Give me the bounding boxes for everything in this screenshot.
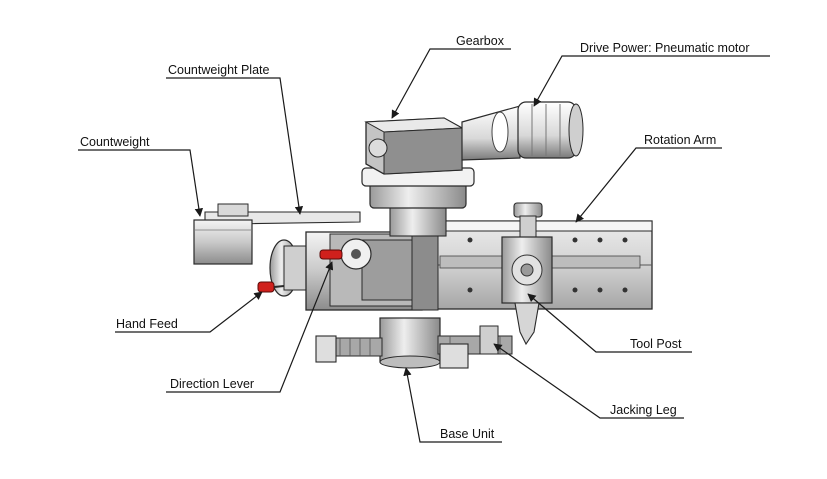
hand-feed-body xyxy=(257,239,307,297)
label-base-unit: Base Unit xyxy=(440,427,495,441)
leader-countweight-plate xyxy=(166,77,304,215)
main-body xyxy=(305,227,439,311)
label-tool-post: Tool Post xyxy=(630,337,682,351)
spindle-collar xyxy=(361,167,475,237)
leader-lines xyxy=(78,48,770,443)
label-drive-power: Drive Power: Pneumatic motor xyxy=(580,41,750,55)
label-countweight-plate: Countweight Plate xyxy=(168,63,270,77)
gearbox-body xyxy=(364,117,464,175)
leader-tool-post xyxy=(527,293,692,353)
direction-lever-body xyxy=(319,238,372,270)
leader-hand-feed xyxy=(115,291,263,333)
label-rotation-arm: Rotation Arm xyxy=(644,133,717,147)
jacking-leg-body xyxy=(315,325,513,369)
tool-post-body xyxy=(501,202,553,346)
leader-jacking-leg xyxy=(493,343,684,419)
base-unit-body xyxy=(379,317,441,369)
label-direction-lever: Direction Lever xyxy=(170,377,255,391)
leader-gearbox xyxy=(391,48,511,119)
label-countweight: Countweight xyxy=(80,135,150,149)
label-gearbox: Gearbox xyxy=(456,34,504,48)
countweight-body xyxy=(193,219,253,265)
pneumatic-motor-body xyxy=(461,101,584,161)
leader-countweight xyxy=(78,149,204,217)
label-hand-feed: Hand Feed xyxy=(116,317,178,331)
leader-drive-power xyxy=(533,55,770,107)
leader-rotation-arm xyxy=(575,147,722,223)
leader-base-unit xyxy=(403,367,502,443)
leader-direction-lever xyxy=(166,261,334,393)
label-jacking-leg: Jacking Leg xyxy=(610,403,677,417)
